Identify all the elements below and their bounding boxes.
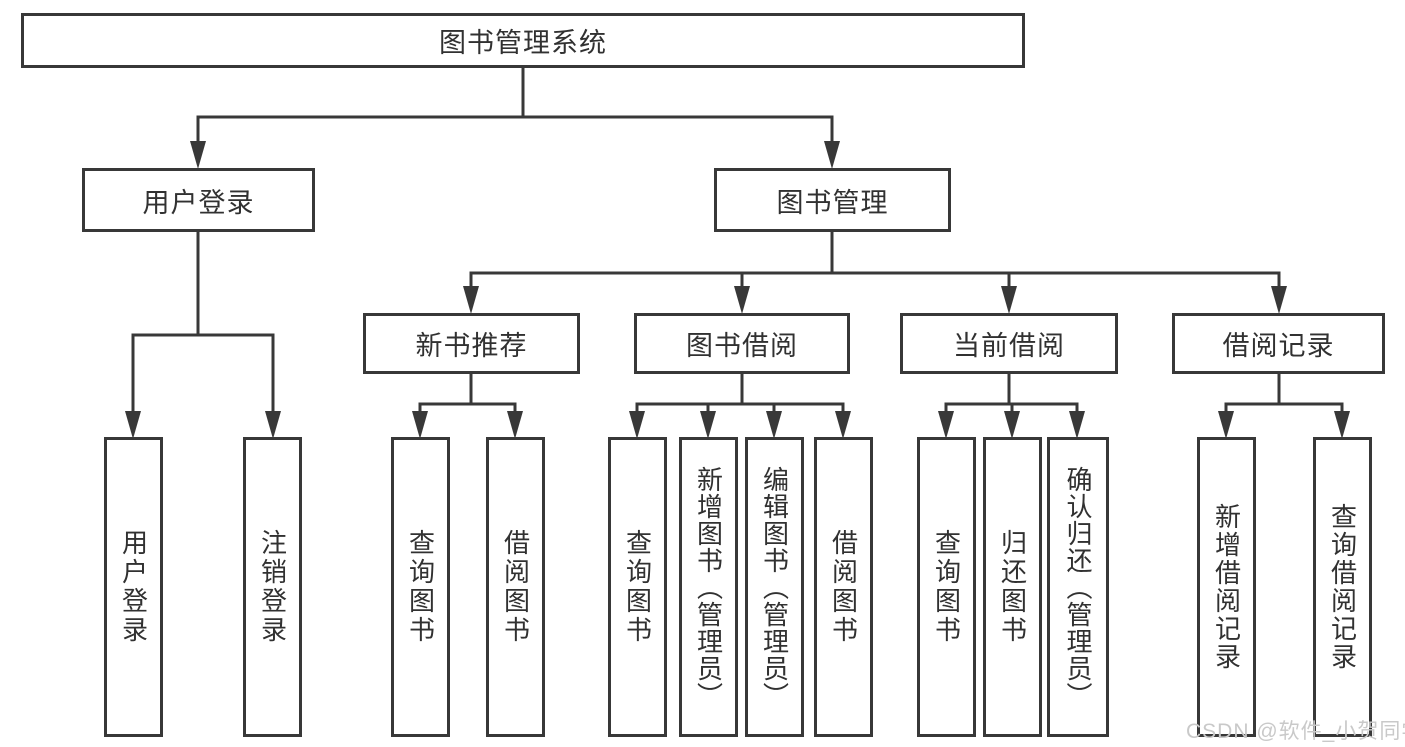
arrow-down-icon — [463, 286, 479, 314]
node-borrow-record: 借阅记录 — [1172, 313, 1385, 374]
leaf-newbook-query: 查询图书 — [391, 437, 450, 737]
leaf-borrow-edit-admin: 编辑图书（管理员） — [745, 437, 804, 737]
node-book-management: 图书管理 — [714, 168, 951, 232]
arrow-down-icon — [629, 411, 645, 439]
node-user-login: 用户登录 — [82, 168, 315, 232]
node-root: 图书管理系统 — [21, 13, 1025, 68]
arrowheads — [125, 141, 1350, 439]
arrow-down-icon — [700, 411, 716, 439]
leaf-current-return: 归还图书 — [983, 437, 1042, 737]
leaf-borrow-borrow: 借阅图书 — [814, 437, 873, 737]
arrow-down-icon — [190, 141, 206, 169]
leaf-logout: 注销登录 — [243, 437, 302, 737]
arrow-down-icon — [1271, 286, 1287, 314]
arrow-down-icon — [1001, 286, 1017, 314]
arrow-down-icon — [734, 286, 750, 314]
node-current-borrow: 当前借阅 — [900, 313, 1118, 374]
leaf-borrow-add-admin: 新增图书（管理员） — [679, 437, 738, 737]
node-new-book-recommend: 新书推荐 — [363, 313, 580, 374]
arrow-down-icon — [125, 411, 141, 439]
arrow-down-icon — [1069, 411, 1085, 439]
leaf-user-login: 用户登录 — [104, 437, 163, 737]
arrow-down-icon — [835, 411, 851, 439]
leaf-record-query: 查询借阅记录 — [1313, 437, 1372, 737]
leaf-current-query: 查询图书 — [917, 437, 976, 737]
arrow-down-icon — [265, 411, 281, 439]
leaf-record-add: 新增借阅记录 — [1197, 437, 1256, 737]
leaf-newbook-borrow: 借阅图书 — [486, 437, 545, 737]
arrow-down-icon — [1218, 411, 1234, 439]
node-book-borrow: 图书借阅 — [634, 313, 850, 374]
arrow-down-icon — [824, 141, 840, 169]
arrow-down-icon — [1334, 411, 1350, 439]
leaf-borrow-query: 查询图书 — [608, 437, 667, 737]
arrow-down-icon — [766, 411, 782, 439]
arrow-down-icon — [507, 411, 523, 439]
arrow-down-icon — [938, 411, 954, 439]
arrow-down-icon — [412, 411, 428, 439]
arrow-down-icon — [1004, 411, 1020, 439]
watermark: CSDN @软件_小贺同学 — [1186, 720, 1405, 743]
leaf-current-confirm-admin: 确认归还（管理员） — [1047, 437, 1109, 737]
